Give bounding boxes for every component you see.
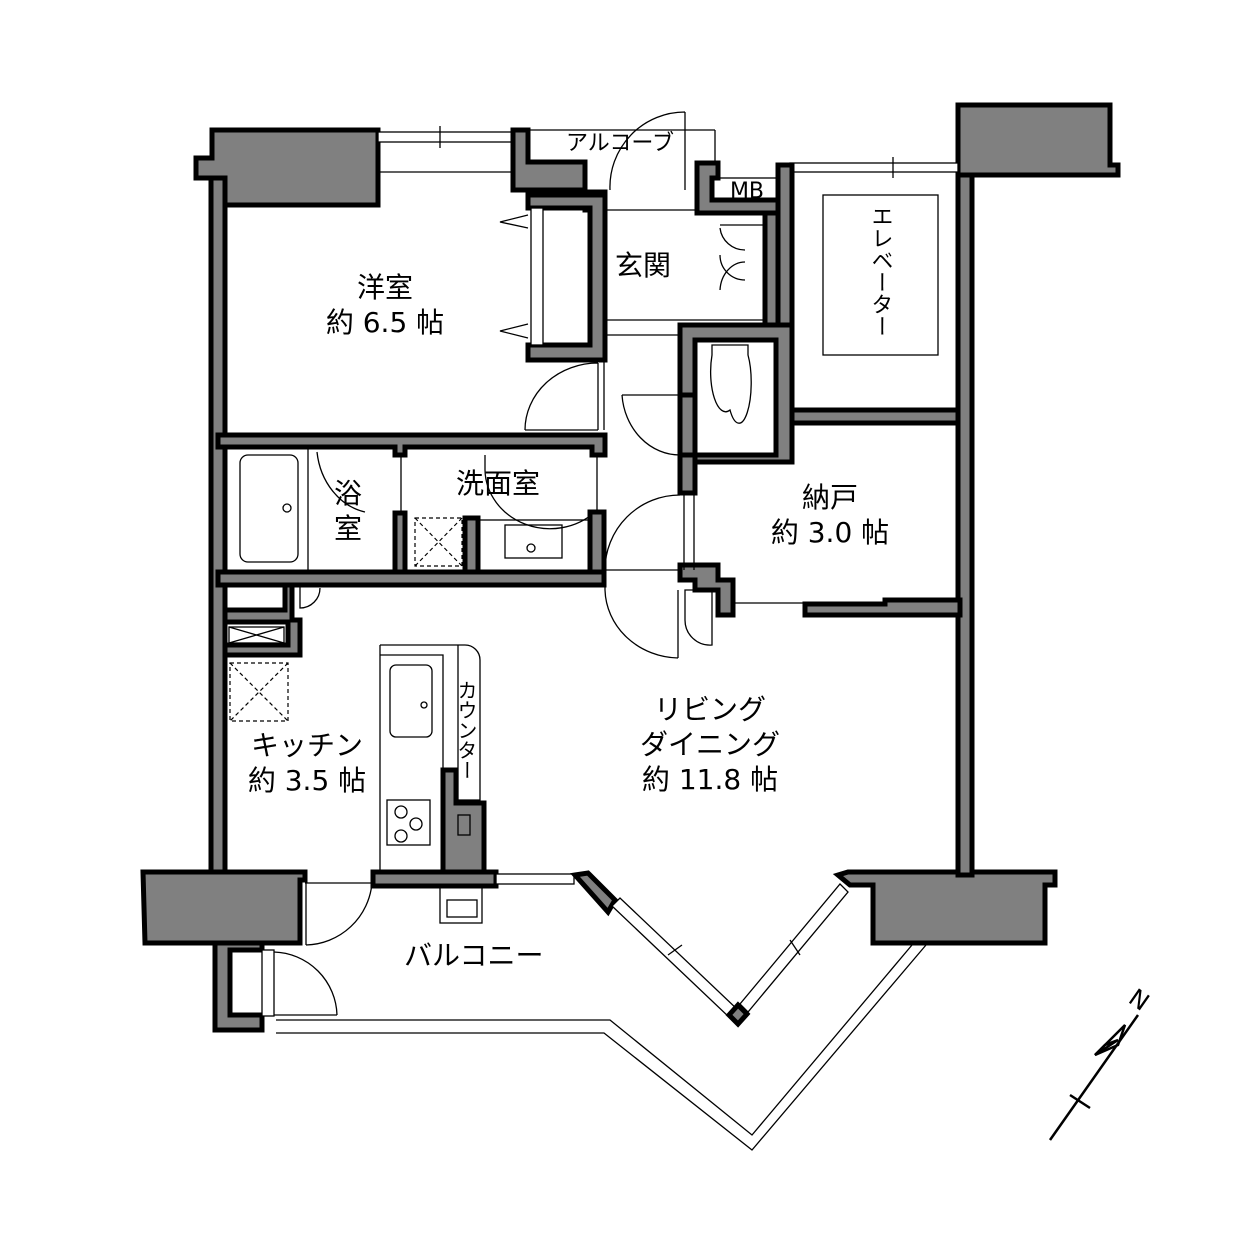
vanity-drain	[526, 543, 536, 553]
room-name: リビング	[653, 693, 766, 726]
wall-counter	[440, 767, 487, 878]
storage-door[interactable]	[604, 493, 695, 571]
room-size: 約 6.5 帖	[325, 306, 445, 339]
room-elevator: エレベーター	[867, 205, 893, 337]
room-mb: MB	[729, 179, 765, 204]
kitchen-closet-walls	[222, 582, 303, 658]
burner	[394, 829, 408, 843]
kitchen-balcony-door[interactable]	[305, 882, 373, 946]
room-entrance: 玄関	[615, 249, 672, 282]
room-name: キッチン	[250, 729, 363, 762]
closet-door-mark	[499, 214, 529, 229]
room-kitchen: キッチン 約 3.5 帖	[232, 728, 382, 798]
window-bottom[interactable]	[495, 873, 575, 885]
refrigerator-x	[229, 662, 289, 722]
room-size: 約 11.8 帖	[641, 763, 779, 796]
wall-right	[955, 167, 975, 878]
north-arrow	[1048, 1014, 1140, 1141]
room-balcony: バルコニー	[404, 939, 544, 972]
room-size: 約 3.5 帖	[247, 764, 367, 797]
refrigerator-space	[229, 662, 289, 722]
closet-door-mark	[499, 323, 529, 339]
window-angled-right[interactable]	[739, 883, 849, 1013]
kitchen-closet-door[interactable]	[299, 587, 321, 609]
room-bath: 浴 室	[334, 476, 362, 546]
window-angled-left[interactable]	[611, 897, 739, 1019]
balcony-sink	[439, 885, 483, 924]
wall-bath-wash	[392, 510, 408, 576]
window-top[interactable]	[377, 131, 519, 143]
washroom-door[interactable]	[484, 455, 598, 530]
toilet-door[interactable]	[621, 394, 681, 456]
refrigerator-x	[229, 662, 289, 722]
laundry-pan	[414, 517, 463, 567]
wall-mid-2	[215, 569, 607, 588]
pillar-top-right	[955, 102, 1121, 178]
living-door[interactable]	[604, 575, 679, 659]
room-storage: 納戸 約 3.0 帖	[755, 480, 905, 550]
window-mark	[667, 944, 683, 956]
balcony-door[interactable]	[261, 949, 275, 1017]
wall-shoe	[762, 210, 781, 328]
western-room-door[interactable]	[524, 362, 599, 431]
pillar-top-left	[193, 127, 381, 208]
elevator-shaft	[822, 194, 939, 356]
wall-alcove-left	[510, 127, 608, 213]
vanity-sink	[504, 524, 563, 559]
room-name: ダイニング	[639, 728, 780, 761]
room-name: 浴	[334, 477, 363, 510]
entrance-door[interactable]	[609, 111, 686, 191]
room-name: 洋室	[356, 271, 413, 304]
pillar-bottom-right	[832, 869, 1058, 946]
cooktop	[386, 799, 431, 846]
kitchen-sink	[389, 664, 433, 738]
toilet	[709, 344, 752, 424]
room-washroom: 洗面室	[456, 467, 541, 500]
window-mark	[789, 939, 801, 956]
closet-door[interactable]	[530, 207, 544, 346]
counter-label: カウンター	[454, 680, 478, 780]
pipe-space-2	[457, 814, 471, 836]
wall-bottom-kitchen	[370, 869, 499, 889]
balcony-outline-outer	[276, 944, 927, 1151]
room-name: 納戸	[801, 481, 858, 514]
bathtub	[239, 454, 299, 563]
pipe-space	[228, 626, 285, 644]
room-living: リビング ダイニング 約 11.8 帖	[620, 692, 800, 797]
closet-walls	[525, 192, 608, 363]
window-elevator[interactable]	[789, 162, 959, 173]
wall-wash	[462, 515, 481, 576]
wall-storage	[677, 452, 698, 496]
balcony-sink-basin	[446, 899, 478, 918]
burner	[409, 817, 423, 831]
mb-box	[711, 177, 779, 201]
storage-small-door[interactable]	[684, 589, 713, 646]
wall-angled-left	[570, 870, 619, 917]
bathtub-drain	[282, 503, 292, 513]
wall-storage-bottom-right	[802, 597, 963, 618]
wall-mid-1	[215, 432, 608, 458]
kitchen-counter	[379, 644, 481, 870]
room-alcove: アルコーブ	[566, 131, 675, 156]
shoe-closet[interactable]	[719, 224, 766, 321]
room-western: 洋室 約 6.5 帖	[310, 270, 460, 340]
balcony-storage-door[interactable]	[273, 951, 338, 1016]
burner	[394, 805, 408, 819]
wall-bottom-left	[212, 940, 265, 1033]
window-corner-post	[725, 1001, 751, 1028]
pipe-space-x	[228, 626, 285, 644]
wall-wash-right	[587, 509, 607, 577]
wall-left	[208, 157, 228, 878]
room-name: 室	[334, 512, 363, 545]
bath-door[interactable]	[316, 451, 402, 513]
pillar-bottom-left	[140, 869, 308, 946]
kitchen-drain	[420, 701, 428, 709]
balcony-outline	[276, 944, 913, 1136]
room-size: 約 3.0 帖	[770, 516, 890, 549]
